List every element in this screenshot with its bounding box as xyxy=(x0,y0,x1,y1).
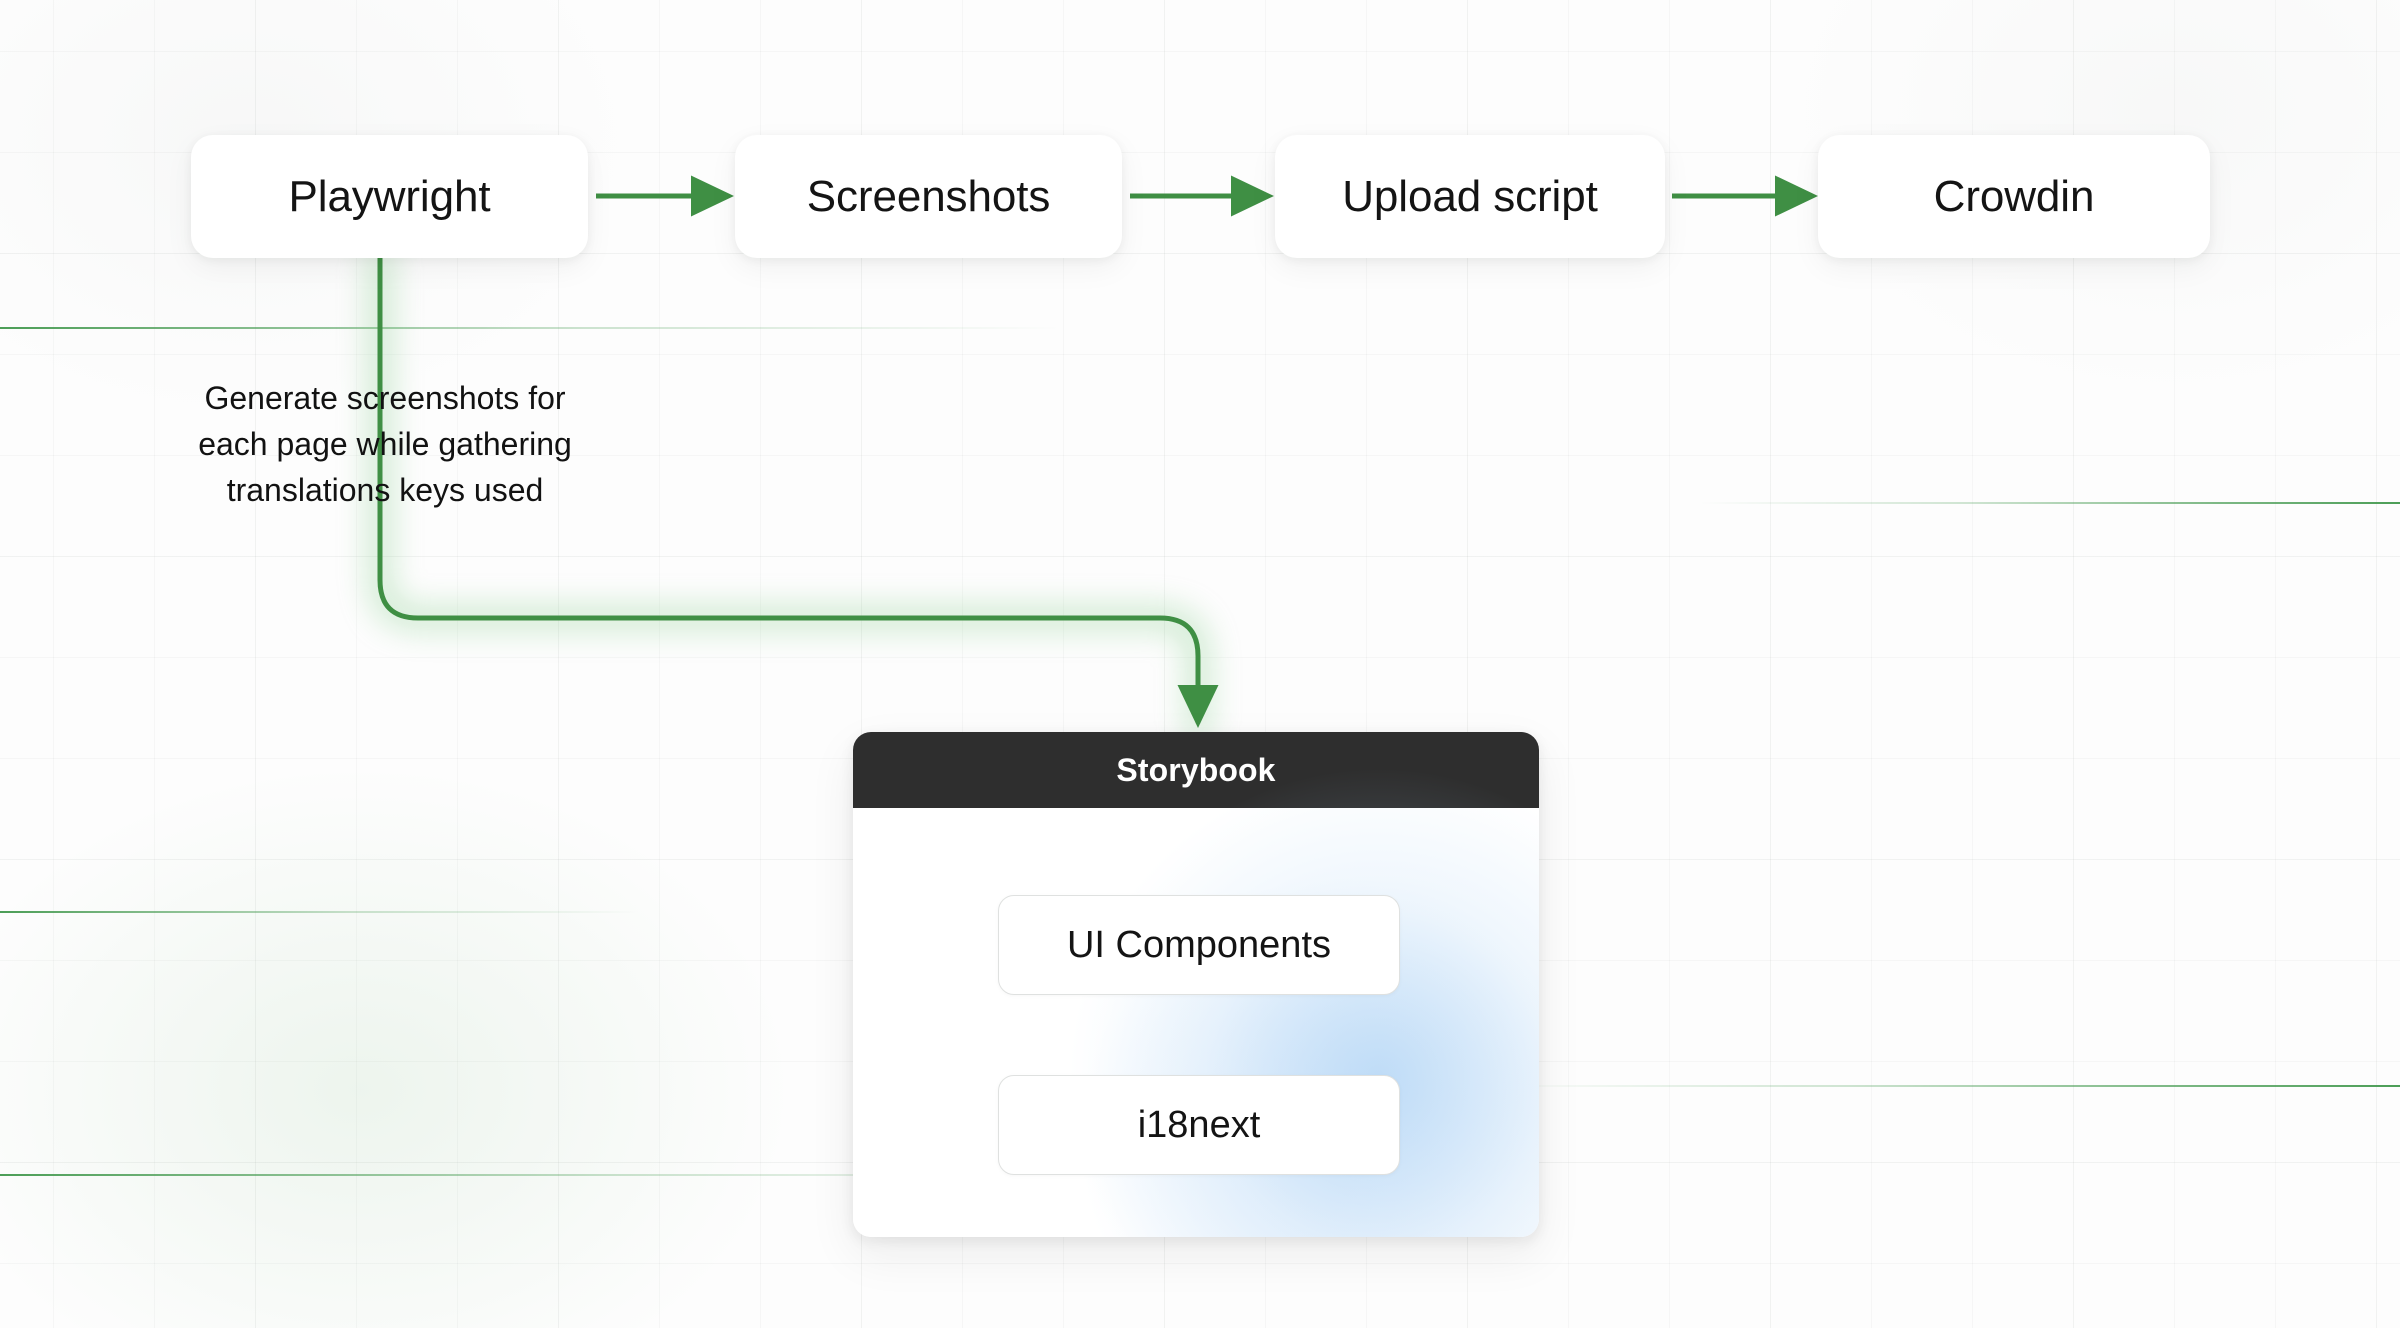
node-i18next[interactable]: i18next xyxy=(998,1075,1400,1175)
node-ui-components[interactable]: UI Components xyxy=(998,895,1400,995)
node-label: Screenshots xyxy=(806,171,1051,221)
annotation-generate-screenshots: Generate screenshots for each page while… xyxy=(198,380,572,508)
node-playwright[interactable]: Playwright xyxy=(191,135,588,258)
node-screenshots[interactable]: Screenshots xyxy=(735,135,1122,258)
storybook-title: Storybook xyxy=(1116,751,1276,788)
node-label: Upload script xyxy=(1342,171,1598,221)
node-upload-script[interactable]: Upload script xyxy=(1275,135,1665,258)
node-label: Playwright xyxy=(288,171,491,221)
node-label: Crowdin xyxy=(1933,171,2095,221)
node-label: i18next xyxy=(1137,1103,1261,1146)
storybook-panel-body: UI Components i18next xyxy=(853,768,1539,1237)
storybook-panel-header: Storybook xyxy=(853,732,1539,808)
storybook-panel[interactable]: Storybook UI Components i18next xyxy=(853,732,1539,1237)
node-crowdin[interactable]: Crowdin xyxy=(1818,135,2210,258)
node-label: UI Components xyxy=(1066,923,1331,966)
